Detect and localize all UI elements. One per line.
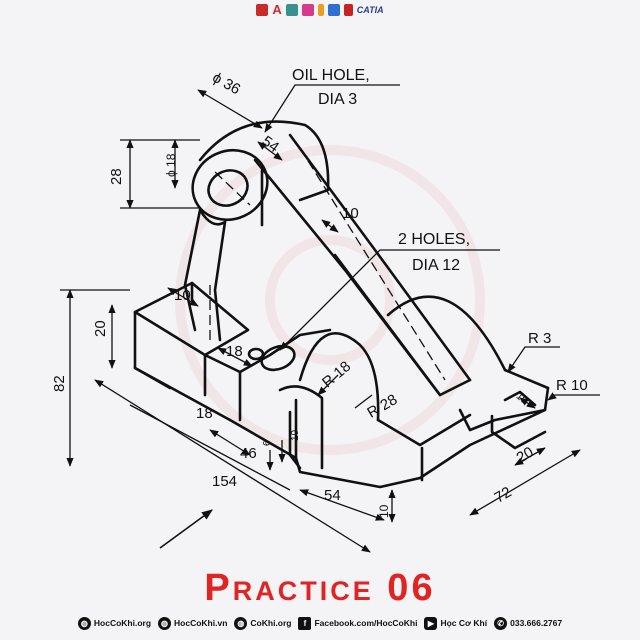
dim-dia36: ϕ 36 [209,69,243,98]
dim-10-rib: 10 [174,287,191,304]
dim-82: 82 [51,375,68,392]
dim-28: 28 [108,168,125,185]
footer-item-text: 033.666.2767 [510,618,563,628]
footer-item[interactable]: ▶ Học Cơ Khí [424,616,488,630]
dim-46: 46 [240,445,257,462]
footer-item[interactable]: ◍ HocCoKhi.org [77,616,152,630]
dim-r3: R 3 [528,330,551,347]
dim-10-front: 10 [377,504,391,518]
footer-contacts: ◍ HocCoKhi.org ◍ HocCoKhi.vn ◍ CoKhi.org… [0,610,640,636]
nx-logo [301,4,314,16]
autodesk-logo [256,4,269,16]
dim-20-right: 20 [514,444,537,467]
3dsmax-logo [285,4,298,16]
footer-item-text: Học Cơ Khí [440,618,488,628]
facebook-icon: f [298,616,312,630]
dim-54-top: 54 [259,133,282,156]
hidden-lines [209,147,446,381]
footer-item[interactable]: ✆ 033.666.2767 [494,616,563,630]
dim-54-bottom: 54 [324,487,341,504]
software-logo-bar: A CATIA [0,2,640,18]
inventor-logo [317,4,324,16]
globe-icon: ◍ [234,616,248,630]
solidworks-logo [343,4,353,16]
footer-item-text: Facebook.com/HocCoKhi [314,618,418,628]
dim-18-left: 18 [196,405,213,422]
globe-icon: ◍ [77,616,91,630]
youtube-icon: ▶ [424,616,438,630]
note-holes-line2: DIA 12 [412,257,460,274]
dim-72: 72 [492,484,515,507]
globe-icon: ◍ [158,616,172,630]
note-oil-hole-line1: OIL HOLE, [292,67,370,84]
phone-icon: ✆ [494,616,508,630]
dimension-labels: ϕ 36 ϕ 18 28 54 10 10 20 82 18 18 46 154… [51,67,588,518]
footer-item-text: HocCoKhi.org [93,618,152,628]
dimension-lines [60,84,600,553]
dim-r28: R 28 [364,391,400,422]
dim-10-arm: 10 [342,205,359,222]
footer-item-text: CoKhi.org [250,618,292,628]
practice-title: Practice 06 [204,567,436,609]
autocad-logo: A [272,2,282,17]
dim-154: 154 [212,473,237,490]
dim-r10: R 10 [556,377,588,394]
footer-item[interactable]: f Facebook.com/HocCoKhi [298,616,418,630]
isometric-drawing: ϕ 36 ϕ 18 28 54 10 10 20 82 18 18 46 154… [51,67,600,553]
dim-dia18: ϕ 18 [164,153,178,177]
footer-item[interactable]: ◍ CoKhi.org [234,616,292,630]
footer-item-text: HocCoKhi.vn [174,618,228,628]
footer-item[interactable]: ◍ HocCoKhi.vn [158,616,228,630]
catia-logo: CATIA [356,5,384,15]
note-holes-line1: 2 HOLES, [398,231,470,248]
dim-6: 6 [262,440,273,446]
sketchup-logo [327,4,340,16]
dim-10-small: 10 [290,429,301,441]
dim-18-slot: 18 [226,343,243,360]
dim-20-base: 20 [92,320,109,337]
part-outline [133,120,550,489]
note-oil-hole-line2: DIA 3 [318,91,357,108]
